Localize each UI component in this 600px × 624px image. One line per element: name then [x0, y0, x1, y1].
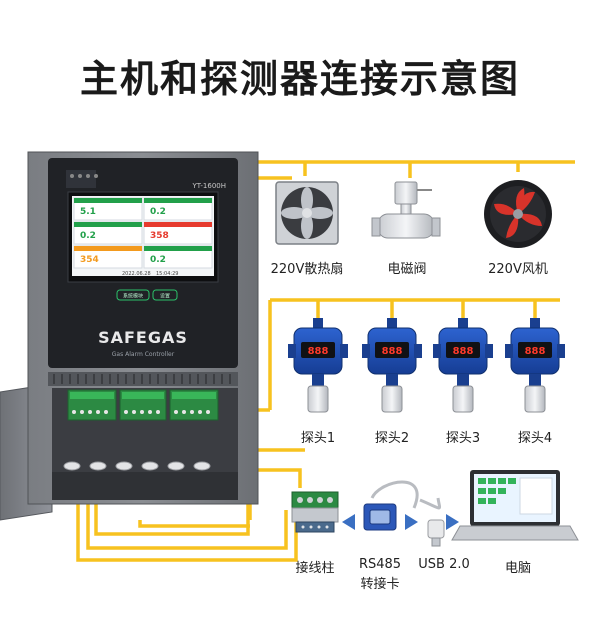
label-probe-2: 探头2	[374, 431, 410, 446]
label-probe-4: 探头4	[517, 431, 553, 446]
screen-cell-value: 354	[80, 255, 99, 265]
screen-cell-value: 0.2	[80, 231, 96, 241]
solenoid-valve-icon	[371, 181, 441, 239]
arrow-icon	[342, 514, 459, 530]
label-rs485: RS485	[358, 557, 402, 572]
settings-button[interactable]	[152, 289, 178, 301]
screen-cell: 358	[143, 221, 213, 245]
screen-cell: 0.2	[73, 221, 143, 245]
label-solenoid-valve: 电磁阀	[387, 262, 427, 277]
gas-probe-icon: 888	[288, 318, 348, 413]
label-computer: 电脑	[504, 561, 531, 576]
label-probe-1: 探头1	[300, 431, 336, 446]
rs485-converter-icon	[363, 480, 419, 531]
screen-time: 15:04:29	[156, 271, 178, 277]
system-module-label: 系统模块	[123, 293, 143, 300]
screen-cell-value: 0.2	[150, 207, 166, 217]
screen-cell: 354	[73, 245, 143, 269]
label-usb: USB 2.0	[418, 557, 470, 572]
label-converter: 转接卡	[360, 577, 400, 592]
usb-cable-icon	[419, 497, 445, 547]
controller-model: YT-1600H	[191, 182, 226, 190]
label-terminal: 接线柱	[295, 561, 335, 576]
probe-group: 888 888 888 888	[288, 318, 565, 413]
screen-date: 2022.06.28	[122, 271, 151, 277]
gas-probe-icon: 888	[433, 318, 493, 413]
screen-cell: 0.2	[143, 197, 213, 221]
terminal-block-icon	[291, 491, 339, 533]
label-exhaust-fan: 220V散热扇	[270, 262, 344, 277]
system-module-button[interactable]	[116, 289, 150, 301]
laptop-icon	[451, 470, 579, 541]
controller-brand: SAFEGAS	[98, 328, 188, 347]
label-axial-fan: 220V风机	[488, 262, 548, 277]
screen-cell-value: 358	[150, 231, 169, 241]
page-title: 主机和探测器连接示意图	[79, 57, 520, 101]
controller-cabinet: YT-1600H 5.1 0.2 0.2 358 354 0.2 2022.06.28 1…	[27, 151, 259, 505]
screen-cell: 0.2	[143, 245, 213, 269]
settings-label: 设置	[160, 293, 170, 300]
probe-display: 888	[382, 346, 403, 357]
gas-probe-icon: 888	[362, 318, 422, 413]
axial-fan-icon	[484, 180, 552, 248]
label-probe-3: 探头3	[445, 431, 481, 446]
controller-subtitle: Gas Alarm Controller	[112, 351, 175, 358]
probe-display: 888	[453, 346, 474, 357]
gas-probe-icon: 888	[505, 318, 565, 413]
screen-cell-value: 0.2	[150, 255, 166, 265]
probe-display: 888	[525, 346, 546, 357]
probe-display: 888	[308, 346, 329, 357]
screen-cell-value: 5.1	[80, 207, 96, 217]
terminal-boards	[67, 389, 219, 421]
screen-cell: 5.1	[73, 197, 143, 221]
exhaust-fan-icon	[275, 181, 339, 245]
